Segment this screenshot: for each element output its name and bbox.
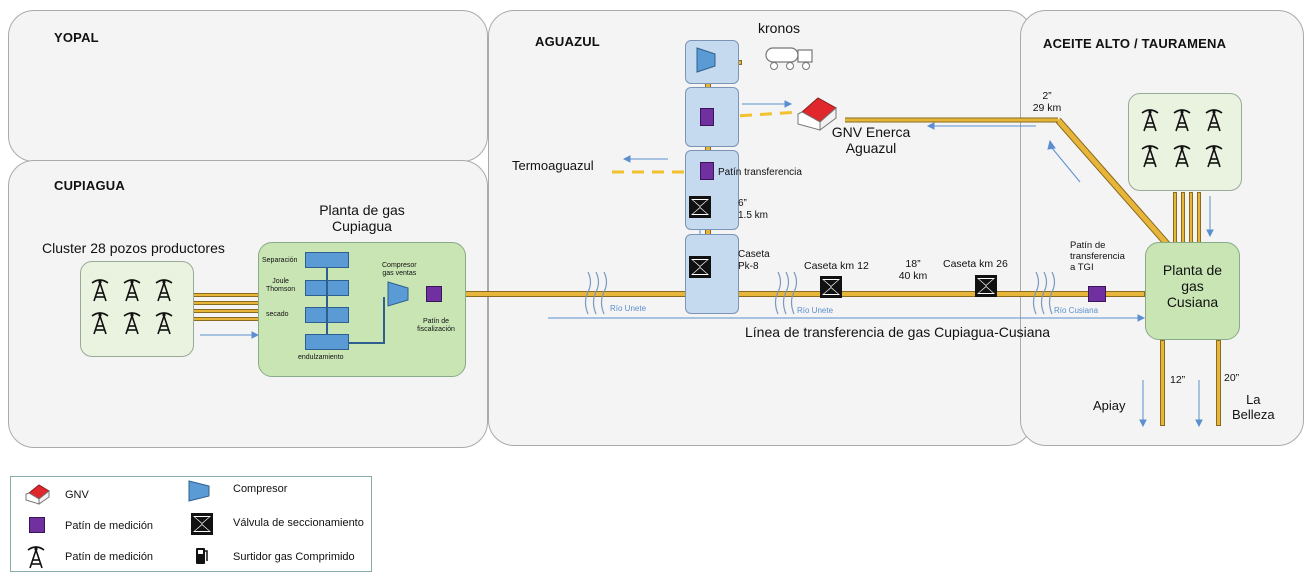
cusiana-well-icon (1172, 144, 1192, 173)
legend-meter-label-2: Patín de medición (65, 551, 154, 563)
kronos-label: kronos (758, 20, 801, 36)
region-title-aceite-alto: ACEITE ALTO / TAURAMENA (1043, 36, 1227, 51)
cusiana-well-icon (1140, 144, 1160, 173)
compressor-icon (387, 281, 409, 307)
river-label-2: Río Unete (797, 306, 834, 315)
legend-meter-icon (29, 517, 45, 533)
valve-km12-icon (820, 276, 842, 303)
cluster-wells-box (80, 261, 194, 357)
legend-gnv-label: GNV (65, 489, 89, 501)
pipe-6in-label: 6” 1.5 km (738, 198, 769, 221)
process-to-compressor-line (349, 342, 384, 344)
pipe-18in-label: 18” 40 km (898, 258, 928, 283)
process-to-compressor-line-v (383, 297, 385, 344)
cluster-well-icon (154, 311, 174, 340)
river-label-3: Río Cusiana (1054, 306, 1099, 315)
caseta-km12-label: Caseta km 12 (804, 260, 869, 272)
pipe-20in-label: 20” (1224, 372, 1240, 384)
compressor-label: Compresor gas ventas (382, 262, 417, 278)
termoaguazul-label: Termoaguazul (512, 158, 594, 173)
valve-km26-icon (975, 275, 997, 302)
region-title-yopal: YOPAL (54, 30, 99, 45)
apiay-label: Apiay (1093, 398, 1126, 413)
legend-gnv-icon (25, 484, 50, 505)
transfer-meter-icon (700, 162, 714, 180)
apiay-pipe (1160, 340, 1165, 426)
process-connector (326, 268, 328, 334)
step-label-3: secado (266, 311, 289, 318)
legend-fuel-dispenser-icon (196, 548, 208, 564)
valve-6in-icon (689, 196, 711, 223)
legend-valve-label: Válvula de seccionamiento (233, 517, 364, 529)
caseta-pk8-label: Caseta Pk-8 (738, 249, 770, 272)
cupiagua-plant-box (258, 242, 466, 377)
fiscal-meter-label: Patín de fiscalización (417, 318, 455, 334)
tanker-truck-icon (765, 47, 813, 70)
legend-compressor-icon (188, 480, 210, 502)
la-belleza-pipe (1216, 340, 1221, 426)
cluster-label: Cluster 28 pozos productores (42, 240, 225, 256)
river-label-1: Río Unete (610, 304, 647, 313)
step-label-1: Separación (262, 257, 298, 264)
line-title: Línea de transferencia de gas Cupiagua-C… (745, 324, 1051, 340)
region-aguazul (488, 10, 1033, 446)
gnv-meter-icon (700, 108, 714, 126)
cusiana-wells-box (1128, 93, 1242, 191)
process-step-4 (305, 334, 349, 350)
la-belleza-label: La Belleza (1232, 392, 1275, 422)
pipe-12in-label: 12” (1170, 374, 1186, 386)
gnv-house-icon (797, 97, 837, 131)
legend-well-icon (26, 545, 46, 574)
region-title-aguazul: AGUAZUL (535, 34, 600, 49)
cluster-well-icon (122, 278, 142, 307)
cusiana-well-icon (1204, 108, 1224, 137)
gnv-enerca-label: GNV Enerca Aguazul (831, 124, 911, 157)
cluster-well-icon (90, 278, 110, 307)
legend-compressor-label: Compresor (233, 483, 288, 495)
legend-meter-label-1: Patín de medición (65, 520, 154, 532)
step-label-4: endulzamiento (298, 354, 344, 361)
region-title-cupiagua: CUPIAGUA (54, 178, 125, 193)
caseta-km26-label: Caseta km 26 (943, 258, 1008, 270)
region-yopal (8, 10, 488, 162)
cusiana-plant-label: Planta de gas Cusiana (1162, 262, 1223, 311)
cusiana-well-icon (1204, 144, 1224, 173)
cusiana-well-icon (1172, 108, 1192, 137)
fiscal-meter-icon (426, 286, 442, 302)
legend-valve-icon (191, 513, 213, 540)
tgi-meter-icon (1088, 286, 1106, 302)
pipe-2in-label: 2” 29 km (1032, 90, 1062, 115)
cluster-well-icon (90, 311, 110, 340)
valve-pk8-icon (689, 256, 711, 283)
cupiagua-plant-title: Planta de gas Cupiagua (319, 202, 405, 235)
cusiana-plant-box (1145, 242, 1240, 340)
kronos-compressor-icon (696, 47, 716, 73)
cluster-well-icon (122, 311, 142, 340)
process-step-1 (305, 252, 349, 268)
legend: GNV Compresor Patín de medición Válvula … (10, 476, 372, 572)
cusiana-well-icon (1140, 108, 1160, 137)
transfer-skid-label: Patín transferencia (718, 167, 802, 178)
cluster-well-icon (154, 278, 174, 307)
tgi-transfer-label: Patín de transferencia a TGI (1070, 240, 1125, 273)
legend-fuel-dispenser-label: Surtidor gas Comprimido (233, 551, 355, 563)
step-label-2: Joule Thomson (266, 278, 296, 294)
